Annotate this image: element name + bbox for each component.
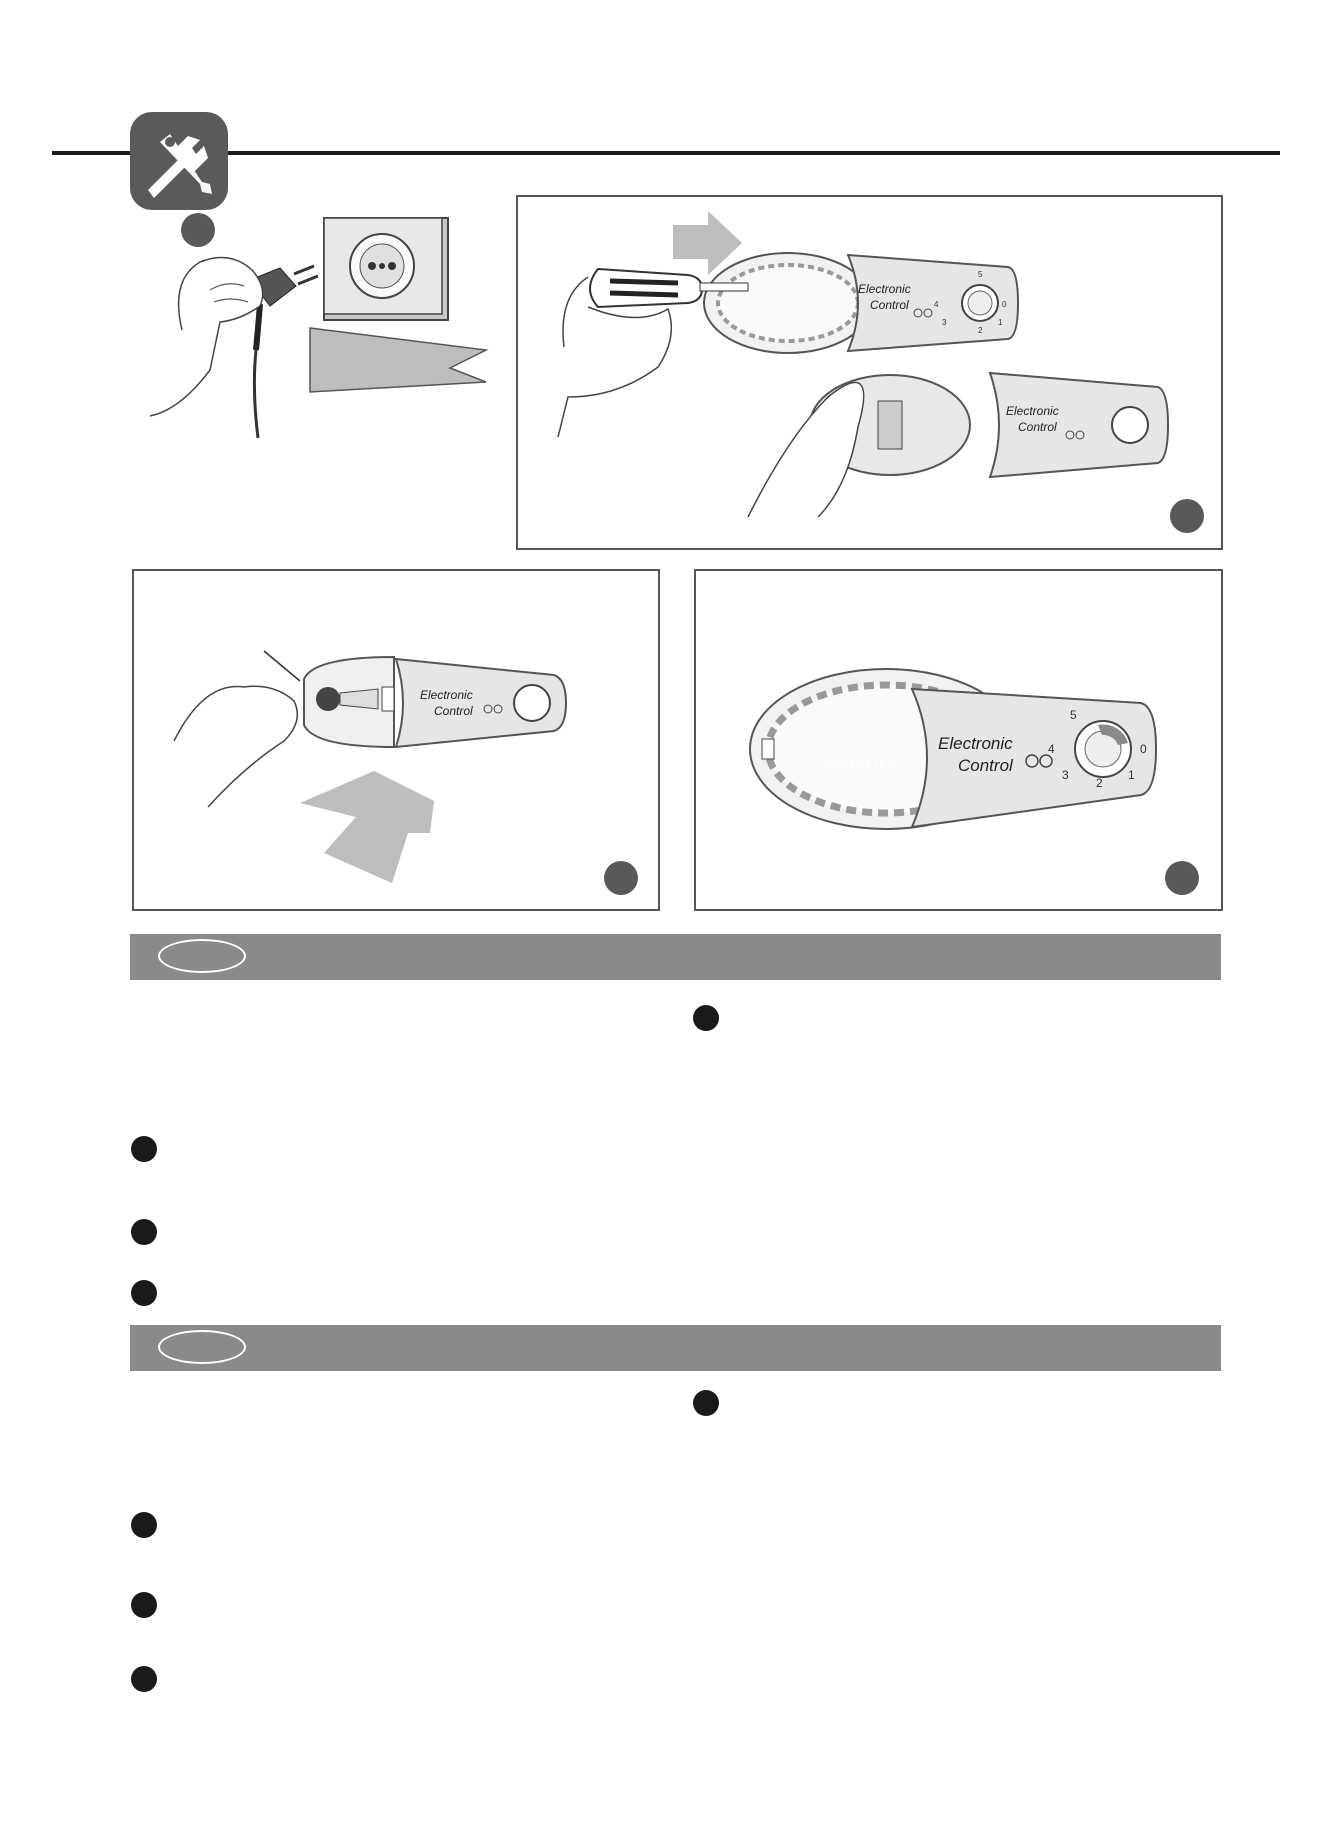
- panel-label-1d: Electronic: [938, 734, 1013, 753]
- svg-text:5: 5: [1070, 708, 1077, 722]
- svg-text:3: 3: [942, 318, 947, 327]
- figure-2-illustration: Electronic Control 5 0 1 2 3 4: [557, 211, 1170, 518]
- language-oval-1: [158, 939, 246, 973]
- light-assembly: [749, 668, 1158, 830]
- step-bullet: [131, 1136, 157, 1162]
- lamp-max-text: LAMP MAX 15 W: [820, 759, 899, 770]
- svg-text:1: 1: [998, 318, 1003, 327]
- wall-socket-icon: [323, 217, 449, 321]
- figure-4-badge: [1165, 861, 1199, 895]
- figure-2-badge: [1170, 499, 1204, 533]
- figure-3-panel: Electronic Control: [132, 569, 660, 911]
- step-bullet: [131, 1592, 157, 1618]
- figure-4-panel: LAMP MAX 15 W Electronic Control 5 0 1 2…: [694, 569, 1223, 911]
- figure-1-unplug: [149, 217, 489, 439]
- figure-4-illustration: LAMP MAX 15 W Electronic Control 5 0 1 2…: [749, 668, 1158, 830]
- tools-icon: [130, 112, 228, 210]
- header-rule: [52, 151, 1280, 155]
- step-bullet: [693, 1005, 719, 1031]
- panel-label-2d: Control: [958, 756, 1014, 775]
- svg-text:4: 4: [1048, 742, 1055, 756]
- svg-text:2: 2: [978, 326, 983, 335]
- figure-3-badge: [604, 861, 638, 895]
- step-bullet: [131, 1280, 157, 1306]
- section-bar-2: [130, 1325, 1221, 1371]
- svg-text:0: 0: [1002, 300, 1007, 309]
- step-bullet: [131, 1666, 157, 1692]
- svg-text:5: 5: [978, 270, 983, 279]
- panel-label-1: Electronic: [858, 282, 911, 296]
- step-bullet: [131, 1512, 157, 1538]
- figure-2-panel: Electronic Control 5 0 1 2 3 4: [516, 195, 1223, 550]
- light-housing: [303, 655, 568, 749]
- step-bullet: [131, 1219, 157, 1245]
- panel-label-2c: Control: [434, 704, 473, 718]
- svg-text:3: 3: [1062, 768, 1069, 782]
- step-bullet: [693, 1390, 719, 1416]
- panel-label-2b: Control: [1018, 420, 1057, 434]
- figure-3-illustration: Electronic Control: [173, 650, 568, 883]
- plug-icon: [249, 264, 319, 439]
- light-cover-top: [703, 252, 1020, 354]
- svg-text:0: 0: [1140, 742, 1147, 756]
- section-bar-1: [130, 934, 1221, 980]
- svg-text:2: 2: [1096, 776, 1103, 790]
- screwdriver-icon: [589, 267, 749, 309]
- panel-label-2: Control: [870, 298, 909, 312]
- svg-text:1: 1: [1128, 768, 1135, 782]
- panel-label-1c: Electronic: [420, 688, 473, 702]
- light-cover-bottom: [809, 371, 1170, 479]
- language-oval-2: [158, 1330, 246, 1364]
- panel-label-1b: Electronic: [1006, 404, 1059, 418]
- svg-text:4: 4: [934, 300, 939, 309]
- figure-1-badge: [181, 213, 215, 247]
